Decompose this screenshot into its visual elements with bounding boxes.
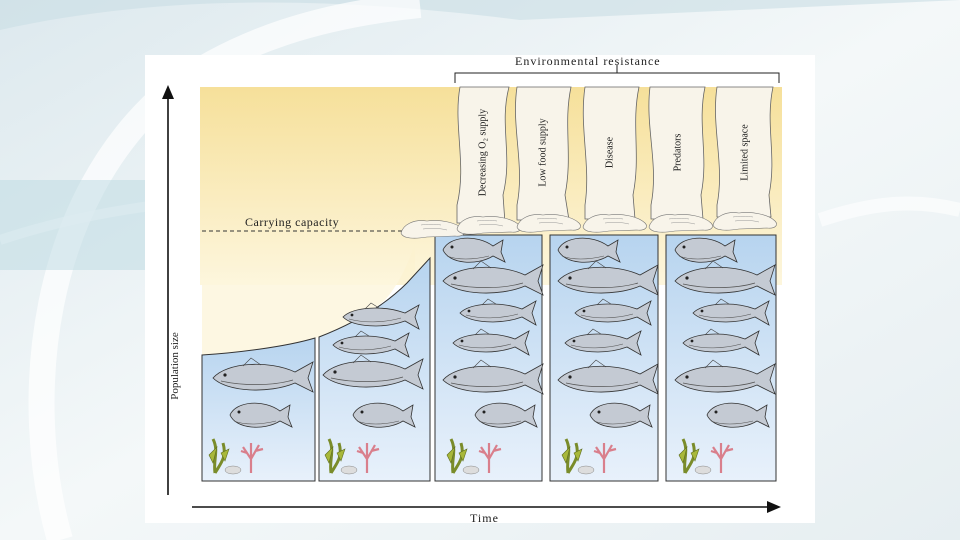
resistance-factor-oxygen: Decreasing O₂ supply <box>477 108 489 197</box>
environmental-resistance-label: Environmental resistance <box>515 54 661 68</box>
carrying-capacity-diagram: Environmental resistance Carrying capaci… <box>145 54 815 525</box>
tank-2 <box>318 256 431 482</box>
y-axis-arrow <box>162 85 174 99</box>
tank-1 <box>201 337 316 482</box>
carrying-capacity-label: Carrying capacity <box>245 215 340 229</box>
tank-5 <box>665 234 777 482</box>
resistance-factor-space: Limited space <box>739 124 751 181</box>
resistance-factor-predators: Predators <box>672 133 684 172</box>
tank-3 <box>434 234 544 482</box>
resistance-arms <box>400 86 777 239</box>
x-axis-arrow <box>767 501 781 513</box>
resistance-factor-food: Low food supply <box>537 118 549 187</box>
population-size-axis-label: Population size <box>169 332 181 400</box>
resistance-factor-disease: Disease <box>604 136 616 169</box>
diagram-drawing <box>162 65 782 513</box>
time-axis-label: Time <box>470 511 499 525</box>
resistance-bracket <box>454 72 780 83</box>
growth-area <box>202 243 415 355</box>
tank-4 <box>549 234 659 482</box>
